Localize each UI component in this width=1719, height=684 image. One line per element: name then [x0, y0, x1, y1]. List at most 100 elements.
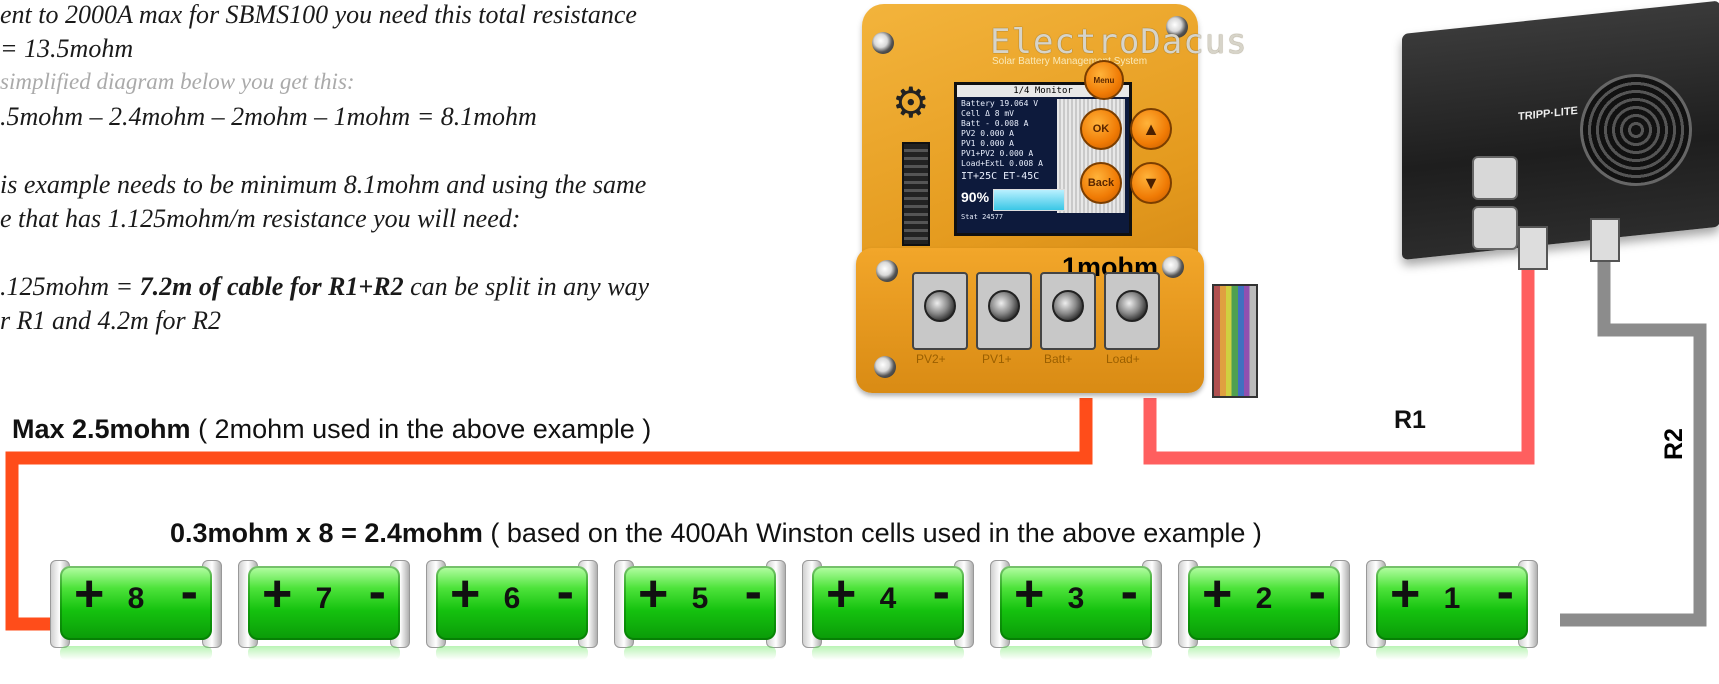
cell-body — [1188, 566, 1340, 640]
menu-load-button[interactable]: Menu Load — [1084, 60, 1124, 122]
arrow-up-icon: ▲ — [1142, 119, 1160, 139]
cell-reflection — [624, 646, 776, 660]
screen-row: IT+25C ET-45C — [961, 171, 1040, 182]
battery-cell: +2 - — [1178, 560, 1350, 660]
cell-reflection — [812, 646, 964, 660]
cell-body — [812, 566, 964, 640]
text-line-8: r R1 and 4.2m for R2 — [0, 306, 221, 335]
screw — [872, 32, 894, 54]
r1-label: R1 — [1394, 406, 1426, 434]
screw — [1162, 256, 1184, 278]
cell-minus-sign: - — [1120, 563, 1138, 621]
terminal-label: PV1+ — [982, 352, 1012, 366]
screen-soc-percent: 90% — [961, 189, 990, 205]
device-brand: ElectroDacus — [990, 22, 1248, 62]
cell-body — [1376, 566, 1528, 640]
ac-outlet — [1472, 206, 1518, 250]
text-line-1: ent to 2000A max for SBMS100 you need th… — [0, 0, 637, 29]
terminal-batt[interactable] — [1040, 272, 1096, 350]
max-resistance-label: Max 2.5mohm ( 2mohm used in the above ex… — [12, 416, 651, 443]
text-line-7-bold: 7.2m of cable for R1+R2 — [139, 272, 404, 301]
cell-plus-sign: + — [1202, 565, 1233, 623]
screw — [874, 356, 896, 378]
cell-minus-sign: - — [1496, 563, 1514, 621]
battery-cell: +6 - — [426, 560, 598, 660]
screw — [876, 260, 898, 282]
terminal-label: Load+ — [1106, 352, 1140, 366]
back-button-label: Back — [1087, 177, 1115, 189]
arrow-down-icon: ▼ — [1142, 173, 1160, 193]
cell-body — [436, 566, 588, 640]
cells-resistance-label-bold: 0.3mohm x 8 = 2.4mohm — [170, 518, 483, 548]
gear-icon: ⚙ — [892, 79, 930, 126]
back-button[interactable]: Back — [1080, 162, 1122, 204]
r2-label: R2 — [1660, 428, 1688, 460]
inverter-dc-terminal[interactable] — [1518, 226, 1548, 270]
terminal-load[interactable] — [1104, 272, 1160, 350]
screen-row: PV2 0.000 A — [961, 129, 1014, 138]
cell-plus-sign: + — [826, 565, 857, 623]
cell-number: 8 — [127, 582, 145, 615]
text-line-4: .5mohm – 2.4mohm – 2mohm – 1mohm = 8.1mo… — [0, 102, 537, 131]
screen-row: Cell Δ 8 mV — [961, 109, 1014, 118]
max-resistance-label-bold: Max 2.5mohm — [12, 414, 191, 444]
screen-row: PV1 0.000 A — [961, 139, 1014, 148]
ok-button-label: OK — [1092, 123, 1110, 135]
cells-resistance-label: 0.3mohm x 8 = 2.4mohm ( based on the 400… — [170, 520, 1262, 547]
cell-reflection — [436, 646, 588, 660]
screen-row: Stat 24577 — [961, 213, 1004, 221]
down-button[interactable]: ▼ — [1130, 162, 1172, 204]
max-resistance-wire — [5, 398, 1093, 631]
battery-cell: +7- — [238, 560, 410, 660]
terminal-pv2[interactable] — [912, 272, 968, 350]
cell-reflection — [1376, 646, 1528, 660]
r2-wire — [1560, 262, 1707, 627]
cell-plus-sign: + — [74, 565, 105, 623]
cell-minus-sign: - — [932, 563, 950, 621]
battery-cell: +5- — [614, 560, 786, 660]
ok-button[interactable]: OK — [1080, 108, 1122, 150]
cell-number: 1 — [1443, 582, 1461, 615]
battery-cell: +1 - — [1366, 560, 1538, 660]
cell-reflection — [248, 646, 400, 660]
cell-minus-sign: - — [556, 563, 574, 621]
cell-minus-sign: - — [368, 563, 386, 621]
device-brand-subtitle: Solar Battery Management System — [992, 56, 1148, 67]
text-line-7-c: can be split in any way — [403, 272, 650, 301]
cell-plus-sign: + — [1390, 565, 1421, 623]
terminal-label: Batt+ — [1044, 352, 1073, 366]
cell-reflection — [1000, 646, 1152, 660]
text-line-7-a: .125mohm = — [0, 272, 140, 301]
pin-header — [902, 142, 930, 246]
screw — [1166, 16, 1188, 38]
terminal-pv1[interactable] — [976, 272, 1032, 350]
cell-reflection — [1188, 646, 1340, 660]
cell-number: 7 — [315, 582, 333, 615]
max-resistance-label-note: ( 2mohm used in the above example ) — [190, 414, 652, 444]
cell-minus-sign: - — [1308, 563, 1326, 621]
cell-plus-sign: + — [450, 565, 481, 623]
cell-body — [60, 566, 212, 640]
battery-cell: +3 - — [990, 560, 1162, 660]
screen-soc-bar — [993, 189, 1065, 211]
cell-plus-sign: + — [638, 565, 669, 623]
text-line-6: e that has 1.125mohm/m resistance you wi… — [0, 204, 521, 233]
text-line-2: = 13.5mohm — [0, 34, 134, 63]
sbms-device: ElectroDacus Solar Battery Management Sy… — [856, 4, 1247, 393]
up-button[interactable]: ▲ — [1130, 108, 1172, 150]
cell-number: 3 — [1067, 582, 1085, 615]
text-line-5: is example needs to be minimum 8.1mohm a… — [0, 170, 647, 199]
inverter-dc-terminal[interactable] — [1590, 218, 1620, 262]
screen-row: Battery 19.064 V — [961, 99, 1039, 108]
cell-number: 6 — [503, 582, 521, 615]
cell-number: 2 — [1255, 582, 1273, 615]
screen-row: Load+ExtL 0.008 A — [961, 159, 1043, 168]
cell-plus-sign: + — [1014, 565, 1045, 623]
screen-row: PV1+PV2 0.000 A — [961, 149, 1034, 158]
screen-row: Batt - 0.008 A — [961, 119, 1029, 128]
r1-wire — [1143, 250, 1535, 465]
terminal-label: PV2+ — [916, 352, 946, 366]
battery-cell: +8- — [50, 560, 222, 660]
